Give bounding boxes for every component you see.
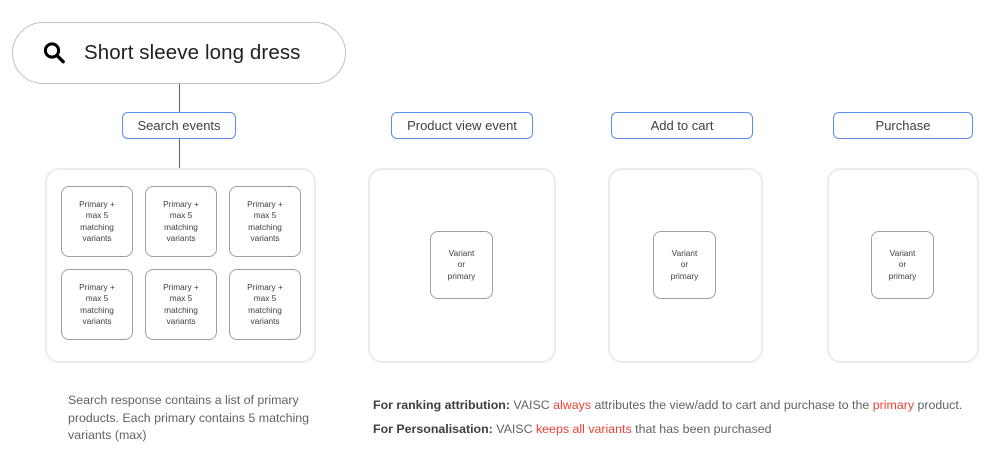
- stage-chip-label: Add to cart: [650, 118, 714, 133]
- attribution-note-text: VAISC: [509, 398, 554, 412]
- attribution-note-text: VAISC: [492, 422, 536, 436]
- variant-card-line: or: [457, 259, 466, 270]
- caption-search-response: Search response contains a list of prima…: [68, 393, 310, 442]
- variant-card-line: Variant: [671, 247, 698, 258]
- variant-card-line: Variant: [889, 247, 916, 258]
- primary-card-line: matching: [248, 221, 282, 232]
- primary-card-line: max 5: [85, 293, 109, 304]
- attribution-note-highlight: always: [553, 398, 592, 412]
- primary-card-line: variants: [82, 232, 112, 243]
- attribution-note-highlight: primary: [872, 398, 915, 412]
- primary-card-line: variants: [250, 232, 280, 243]
- primary-card-line: matching: [164, 221, 198, 232]
- stage-chip-add-to-cart[interactable]: Add to cart: [611, 112, 753, 139]
- search-icon: [41, 40, 67, 66]
- primary-card-line: variants: [166, 232, 196, 243]
- connector-line-bottom: [178, 139, 180, 168]
- stage-chip-purchase[interactable]: Purchase: [833, 112, 973, 139]
- attribution-note-text: attributes the view/add to cart and purc…: [591, 398, 873, 412]
- primary-card-line: Primary +: [79, 198, 115, 209]
- primary-card-line: max 5: [253, 293, 277, 304]
- primary-card-line: variants: [250, 315, 280, 326]
- primary-card-line: Primary +: [163, 281, 199, 292]
- primary-card-line: variants: [82, 315, 112, 326]
- attribution-note-label: For ranking attribution:: [373, 398, 510, 412]
- attribution-notes: For ranking attribution: VAISC always at…: [373, 393, 988, 441]
- primary-card-line: max 5: [169, 210, 193, 221]
- primary-card-line: matching: [248, 304, 282, 315]
- search-query-text: Short sleeve long dress: [84, 41, 301, 64]
- stage-chip-label: Purchase: [875, 118, 931, 133]
- primary-card-line: variants: [166, 315, 196, 326]
- variant-card-line: primary: [888, 270, 917, 281]
- variant-card-line: Variant: [448, 247, 475, 258]
- attribution-note-label: For Personalisation:: [373, 422, 493, 436]
- connector-line-top: [178, 84, 180, 112]
- primary-card-line: matching: [164, 304, 198, 315]
- stage-chip-label: Product view event: [407, 118, 517, 133]
- attribution-note-text: product.: [914, 398, 963, 412]
- primary-card-line: matching: [80, 221, 114, 232]
- primary-card-line: matching: [80, 304, 114, 315]
- stage-chip-label: Search events: [137, 118, 221, 133]
- stage-chip-product-view-event[interactable]: Product view event: [391, 112, 533, 139]
- primary-card-line: max 5: [169, 293, 193, 304]
- search-bar[interactable]: Short sleeve long dress: [12, 22, 346, 84]
- attribution-note-highlight: keeps all variants: [535, 422, 632, 436]
- primary-card-line: Primary +: [247, 198, 283, 209]
- stage-chip-search-events[interactable]: Search events: [122, 112, 236, 139]
- variant-card-line: primary: [670, 270, 699, 281]
- attribution-note-text: that has been purchased: [631, 422, 772, 436]
- attribution-note-row: For ranking attribution: VAISC always at…: [373, 393, 988, 417]
- variant-card-line: primary: [447, 270, 476, 281]
- primary-card-line: max 5: [85, 210, 109, 221]
- variant-card-line: or: [680, 259, 689, 270]
- variant-card-line: or: [898, 259, 907, 270]
- primary-card-line: max 5: [253, 210, 277, 221]
- attribution-note-row: For Personalisation: VAISC keeps all var…: [373, 417, 988, 441]
- primary-card-line: Primary +: [247, 281, 283, 292]
- primary-card-line: Primary +: [163, 198, 199, 209]
- primary-card-line: Primary +: [79, 281, 115, 292]
